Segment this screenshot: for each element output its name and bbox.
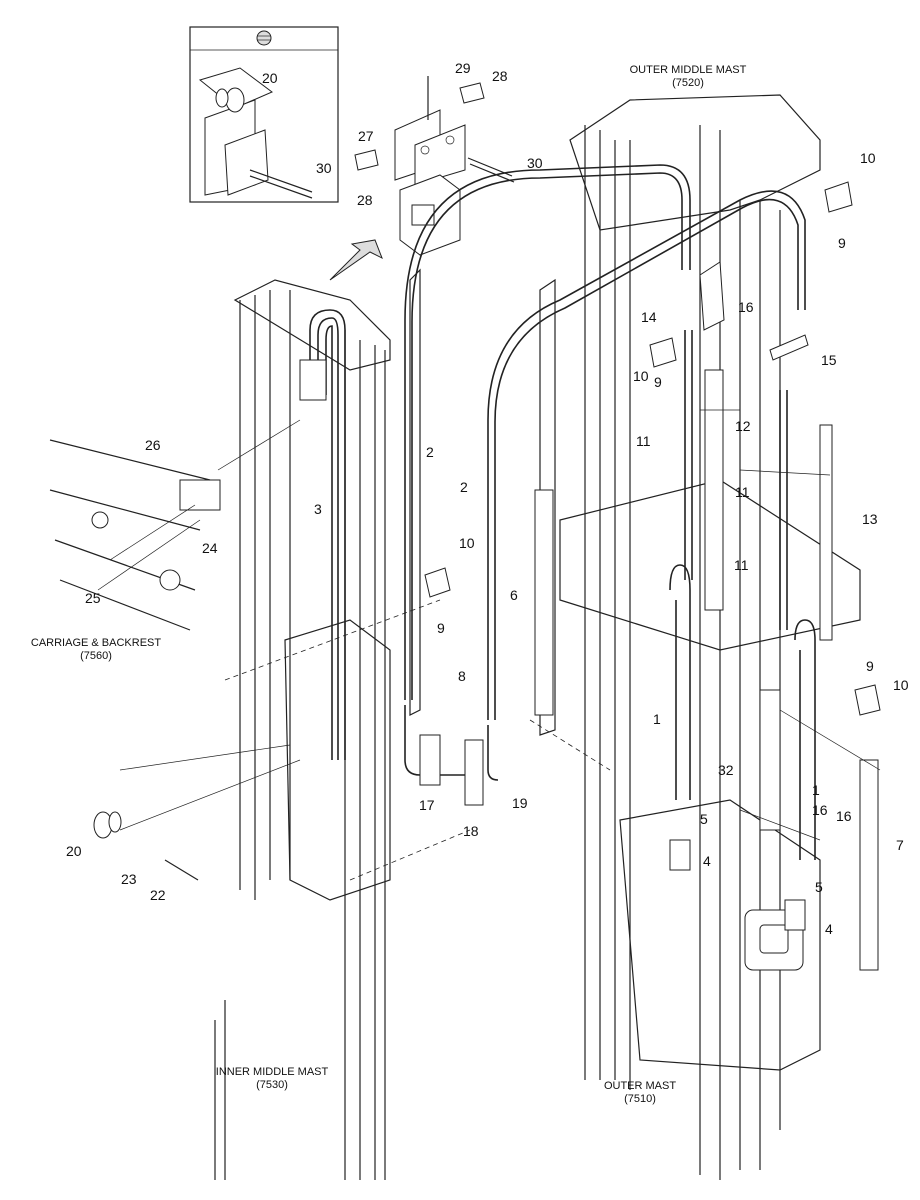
part-callout: 5 bbox=[700, 811, 708, 827]
inset-detail-box bbox=[189, 26, 339, 203]
part-callout: 12 bbox=[735, 418, 751, 434]
part-callout: 24 bbox=[202, 540, 218, 556]
part-callout: 9 bbox=[654, 374, 662, 390]
part-callout: 13 bbox=[862, 511, 878, 527]
part-callout: 8 bbox=[458, 668, 466, 684]
section-name: INNER MIDDLE MAST bbox=[215, 1066, 329, 1078]
part-callout: 18 bbox=[463, 823, 479, 839]
part-callout: 20 bbox=[262, 70, 278, 86]
section-name: OUTER MIDDLE MAST bbox=[629, 64, 747, 76]
part-callout: 9 bbox=[838, 235, 846, 251]
part-callout: 28 bbox=[357, 192, 373, 208]
part-callout: 29 bbox=[455, 60, 471, 76]
section-code: (7520) bbox=[672, 77, 704, 89]
part-callout: 10 bbox=[860, 150, 876, 166]
part-callout: 14 bbox=[641, 309, 657, 325]
part-callout: 27 bbox=[358, 128, 374, 144]
part-callout: 30 bbox=[527, 155, 543, 171]
fittings bbox=[93, 181, 881, 971]
part-callout: 17 bbox=[419, 797, 435, 813]
part-callout: 9 bbox=[866, 658, 874, 674]
section-code: (7510) bbox=[624, 1093, 656, 1105]
carriage-backrest bbox=[49, 439, 211, 631]
part-callout: 11 bbox=[734, 557, 749, 573]
part-callout: 2 bbox=[426, 444, 434, 460]
part-callout: 28 bbox=[492, 68, 508, 84]
part-callout: 10 bbox=[893, 677, 909, 693]
part-callout: 3 bbox=[314, 501, 322, 517]
top-bracket-assembly bbox=[329, 76, 515, 281]
part-callout: 11 bbox=[735, 484, 750, 500]
part-callout: 9 bbox=[437, 620, 445, 636]
part-callout: 25 bbox=[85, 590, 101, 606]
section-code: (7530) bbox=[256, 1079, 288, 1091]
section-name: CARRIAGE & BACKREST bbox=[30, 637, 162, 649]
part-callout: 4 bbox=[703, 853, 711, 869]
part-callout: 23 bbox=[121, 871, 137, 887]
part-callout: 19 bbox=[512, 795, 528, 811]
part-callout: 26 bbox=[145, 437, 161, 453]
section-carriage-backrest: CARRIAGE & BACKREST(7560) bbox=[6, 637, 186, 663]
section-name: OUTER MAST bbox=[603, 1080, 677, 1092]
part-callout: 1 bbox=[812, 782, 820, 798]
section-code: (7560) bbox=[80, 650, 112, 662]
grid-symbol-icon bbox=[256, 30, 272, 46]
part-callout: 32 bbox=[718, 762, 734, 778]
leader-lines bbox=[97, 409, 881, 881]
section-inner-middle-mast: INNER MIDDLE MAST(7530) bbox=[192, 1066, 352, 1092]
part-callout: 15 bbox=[821, 352, 837, 368]
part-callout: 6 bbox=[510, 587, 518, 603]
part-callout: 16 bbox=[836, 808, 852, 824]
part-callout: 30 bbox=[316, 160, 332, 176]
part-callout: 22 bbox=[150, 887, 166, 903]
section-outer-mast: OUTER MAST(7510) bbox=[570, 1080, 710, 1106]
part-callout: 5 bbox=[815, 879, 823, 895]
part-callout: 4 bbox=[825, 921, 833, 937]
part-callout: 10 bbox=[459, 535, 475, 551]
inner-middle-mast bbox=[214, 268, 556, 1180]
hydraulic-hoses bbox=[309, 164, 816, 860]
part-callout: 1 bbox=[653, 711, 661, 727]
part-callout: 10 bbox=[633, 368, 649, 384]
part-callout: 16 bbox=[812, 802, 828, 818]
part-callout: 16 bbox=[738, 299, 754, 315]
part-callout: 7 bbox=[896, 837, 904, 853]
part-callout: 20 bbox=[66, 843, 82, 859]
part-callout: 11 bbox=[636, 433, 651, 449]
part-callout: 2 bbox=[460, 479, 468, 495]
section-outer-middle-mast: OUTER MIDDLE MAST(7520) bbox=[608, 64, 768, 90]
